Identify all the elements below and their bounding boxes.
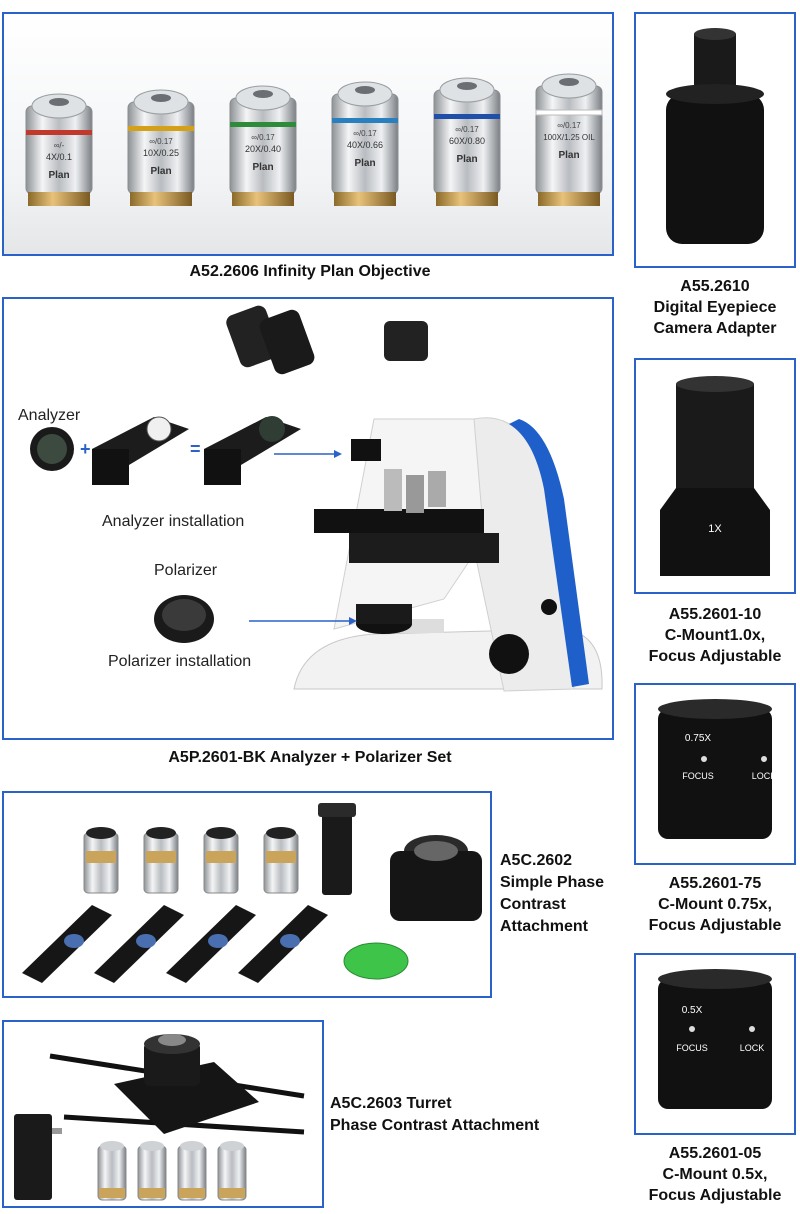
objective-tube-text: ∞/0.17 [149, 137, 173, 146]
phase-slider [22, 905, 112, 983]
adapter-caption-075x: A55.2601-75 C-Mount 0.75x, Focus Adjusta… [648, 875, 782, 934]
adapter-panel-075x: 0.75X FOCUS LOCK [634, 683, 796, 865]
turret-objective [177, 1141, 207, 1201]
eyepiece-adapter-image [666, 28, 764, 244]
phase-objective [263, 827, 299, 894]
polarizer-label: Polarizer [154, 562, 218, 579]
plus-sign: + [80, 439, 91, 459]
adapter-caption-eyepiece: A55.2610 Digital Eyepiece Camera Adapter [653, 278, 777, 337]
polarizer-panel: Analyzer + = Analyzer installation Polar… [2, 297, 614, 740]
objective-plan-text: Plan [252, 162, 273, 173]
analyzer-installation-label: Analyzer installation [102, 513, 245, 530]
objective-tube-text: ∞/0.17 [455, 125, 479, 134]
adapter-caption-05x: A55.2601-05 C-Mount 0.5x, Focus Adjustab… [648, 1145, 782, 1204]
phase-contrast-image [22, 803, 482, 983]
objective-lens: Plan 4X/0.1 ∞/- [25, 93, 93, 206]
phase-contrast-panel [2, 791, 492, 998]
objective-magnification-text: 20X/0.40 [245, 144, 281, 154]
adapter-panel-1x: 1X [634, 358, 796, 594]
objective-magnification-text: 4X/0.1 [46, 152, 72, 162]
objective-lens: Plan 60X/0.80 ∞/0.17 [433, 77, 501, 206]
turret-caption: A5C.2603 Turret Phase Contrast Attachmen… [330, 1095, 540, 1134]
adapter-caption-1x: A55.2601-10 C-Mount1.0x, Focus Adjustabl… [648, 606, 782, 665]
turret-objective [217, 1141, 247, 1201]
objective-lens: Plan 100X/1.25 OIL ∞/0.17 [535, 73, 603, 206]
objective-magnification-text: 10X/0.25 [143, 148, 179, 158]
objective-lens: Plan 40X/0.66 ∞/0.17 [331, 81, 399, 206]
adapter-panel-05x: 0.5X FOCUS LOCK [634, 953, 796, 1135]
objective-plan-text: Plan [456, 154, 477, 165]
polarizer-caption: A5P.2601-BK Analyzer + Polarizer Set [168, 749, 452, 766]
objective-plan-text: Plan [150, 166, 171, 177]
objective-lens: Plan 10X/0.25 ∞/0.17 [127, 89, 195, 206]
c-mount-05x-image: 0.5X FOCUS LOCK [658, 969, 772, 1109]
phase-slider [166, 905, 256, 983]
equals-sign: = [190, 439, 201, 459]
objective-magnification-text: 100X/1.25 OIL [543, 133, 595, 142]
objective-tube-text: ∞/0.17 [353, 129, 377, 138]
c-mount-075x-lock: LOCK [752, 771, 777, 781]
c-mount-075x-image: 0.75X FOCUS LOCK [658, 699, 777, 839]
adapter-panel-eyepiece [634, 12, 796, 268]
objectives-caption: A52.2606 Infinity Plan Objective [189, 263, 431, 280]
objective-tube-text: ∞/- [54, 141, 65, 150]
objective-plan-text: Plan [558, 150, 579, 161]
objective-magnification-text: 40X/0.66 [347, 140, 383, 150]
analyzer-label: Analyzer [18, 407, 81, 424]
objective-lens: Plan 20X/0.40 ∞/0.17 [229, 85, 297, 206]
c-mount-1x-image: 1X [660, 376, 770, 576]
phase-contrast-caption: A5C.2602 Simple Phase Contrast Attachmen… [500, 852, 605, 935]
c-mount-075x-mark: 0.75X [685, 733, 711, 744]
turret-image [14, 1034, 305, 1201]
c-mount-1x-mark: 1X [708, 523, 722, 535]
objective-magnification-text: 60X/0.80 [449, 136, 485, 146]
polarizer-installation-label: Polarizer installation [108, 653, 252, 670]
turret-objective [97, 1141, 127, 1201]
phase-objective [203, 827, 239, 894]
objective-plan-text: Plan [48, 170, 69, 181]
c-mount-05x-mark: 0.5X [682, 1005, 703, 1016]
phase-slider [94, 905, 184, 983]
c-mount-075x-focus: FOCUS [682, 771, 714, 781]
phase-objective [143, 827, 179, 894]
objective-tube-text: ∞/0.17 [251, 133, 275, 142]
c-mount-05x-lock: LOCK [740, 1043, 765, 1053]
objective-tube-text: ∞/0.17 [557, 121, 581, 130]
objective-plan-text: Plan [354, 158, 375, 169]
microscope-image [30, 305, 603, 692]
phase-slider [238, 905, 328, 983]
turret-objective [137, 1141, 167, 1201]
phase-objective [83, 827, 119, 894]
turret-panel [2, 1020, 324, 1208]
c-mount-05x-focus: FOCUS [676, 1043, 708, 1053]
